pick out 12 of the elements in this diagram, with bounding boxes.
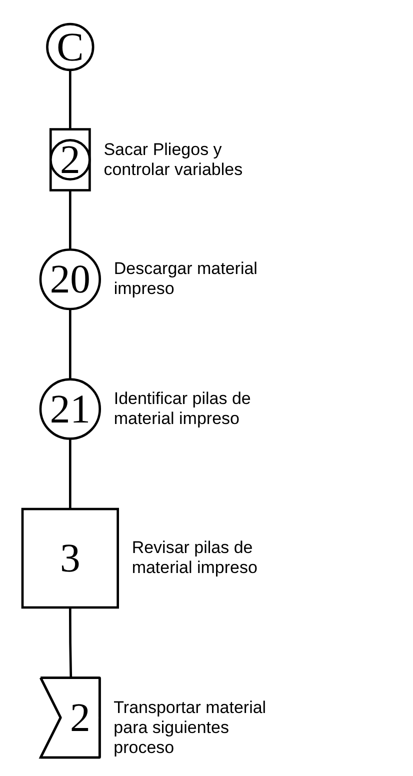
connector [69,309,72,380]
node-box: 3 [21,508,119,609]
step-description: Descargar material impreso [114,259,258,300]
step-description: Sacar Pliegos y controlar variables [104,140,244,180]
node-circle: 21 [39,378,102,440]
connector [69,607,72,679]
step-description: Identificar pilas de material impreso [114,389,252,429]
step-description: Transportar material para siguientes proceso [114,698,268,758]
node-circle: C [46,22,94,72]
connector [69,438,72,510]
step-description: Revisar pilas de material impreso [132,538,258,578]
node-circle: 20 [39,248,102,310]
